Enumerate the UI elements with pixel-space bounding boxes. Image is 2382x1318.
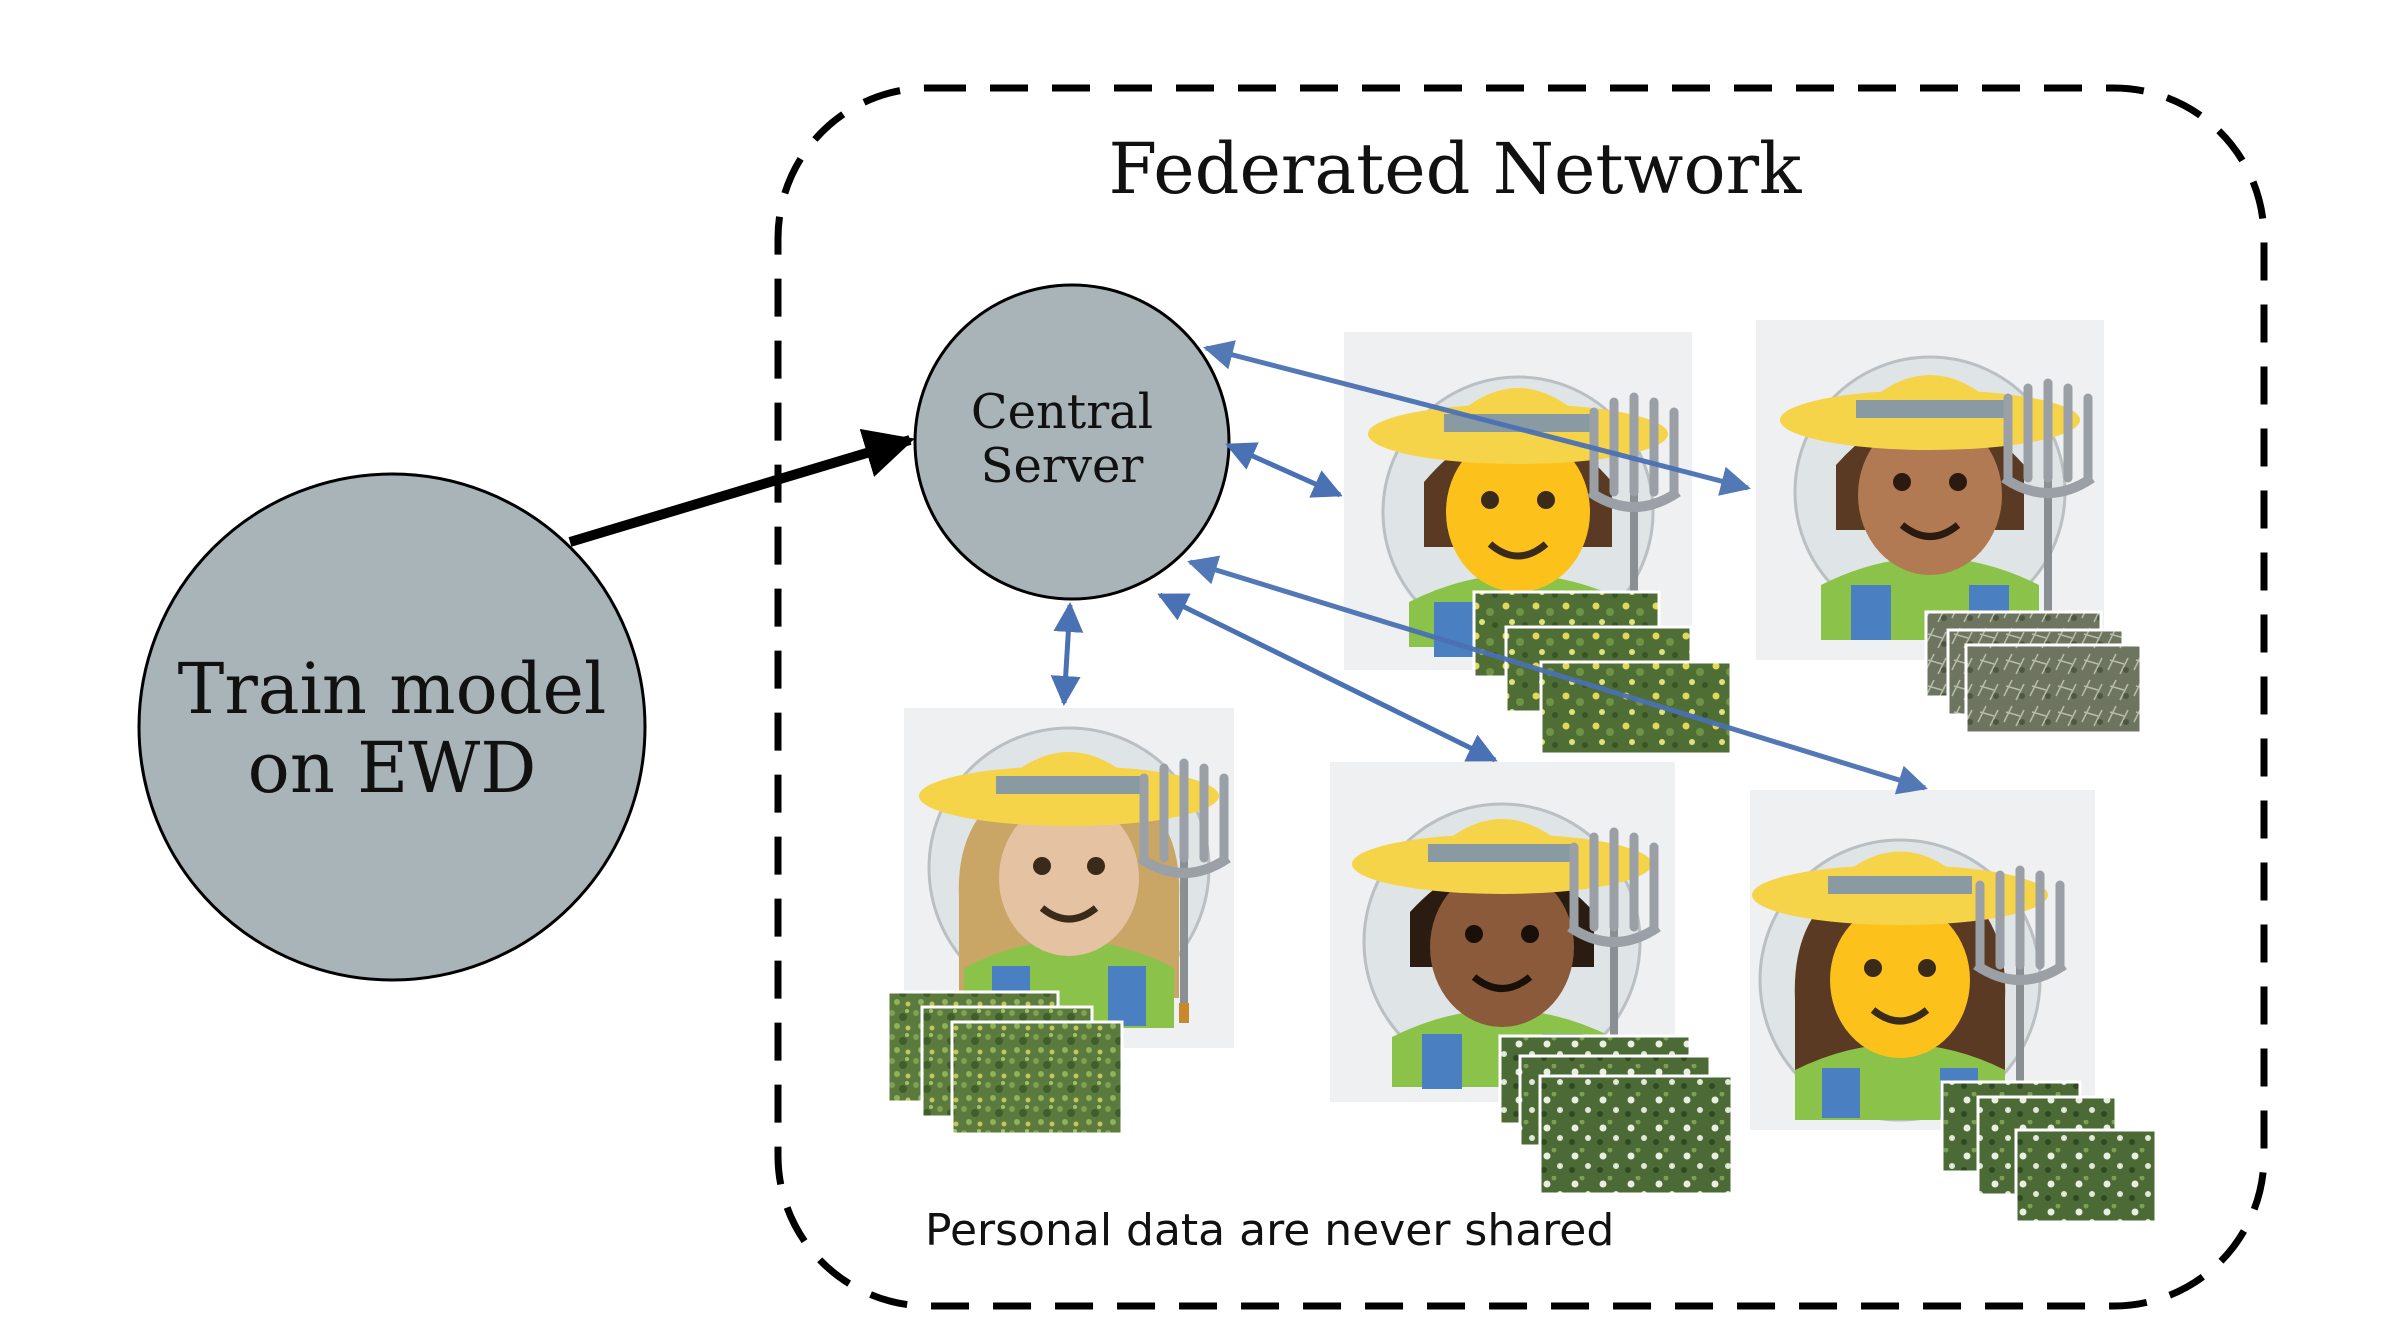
privacy-note: Personal data are never shared — [925, 1205, 1614, 1256]
farmer-icon — [1330, 762, 1675, 1102]
train-model-node — [137, 472, 647, 982]
crop-images-stack — [1472, 590, 1733, 756]
crop-images-stack — [1498, 1034, 1734, 1196]
crop-images-stack — [1924, 610, 2143, 735]
federated-network-boundary — [774, 84, 2268, 1310]
federated-network-title: Federated Network — [1109, 128, 1803, 210]
link-server-farmer-bottom-middle — [1157, 592, 1498, 763]
crop-images-stack — [886, 990, 1124, 1136]
train-model-label-line1: Train model — [178, 648, 607, 730]
farmer-icon — [1750, 790, 2095, 1130]
central-server-label-line1: Central — [971, 384, 1153, 440]
train-to-server-arrow — [568, 428, 915, 547]
link-server-farmer-bottom-left — [1050, 602, 1084, 706]
link-server-farmer-top-right — [1203, 340, 1751, 496]
central-server-label-line2: Server — [981, 438, 1144, 494]
train-model-label-line2: on EWD — [248, 727, 537, 809]
crop-images-stack — [1940, 1080, 2158, 1224]
farmer-icon — [1756, 320, 2104, 660]
link-server-farmer-top-middle — [1225, 442, 1343, 498]
